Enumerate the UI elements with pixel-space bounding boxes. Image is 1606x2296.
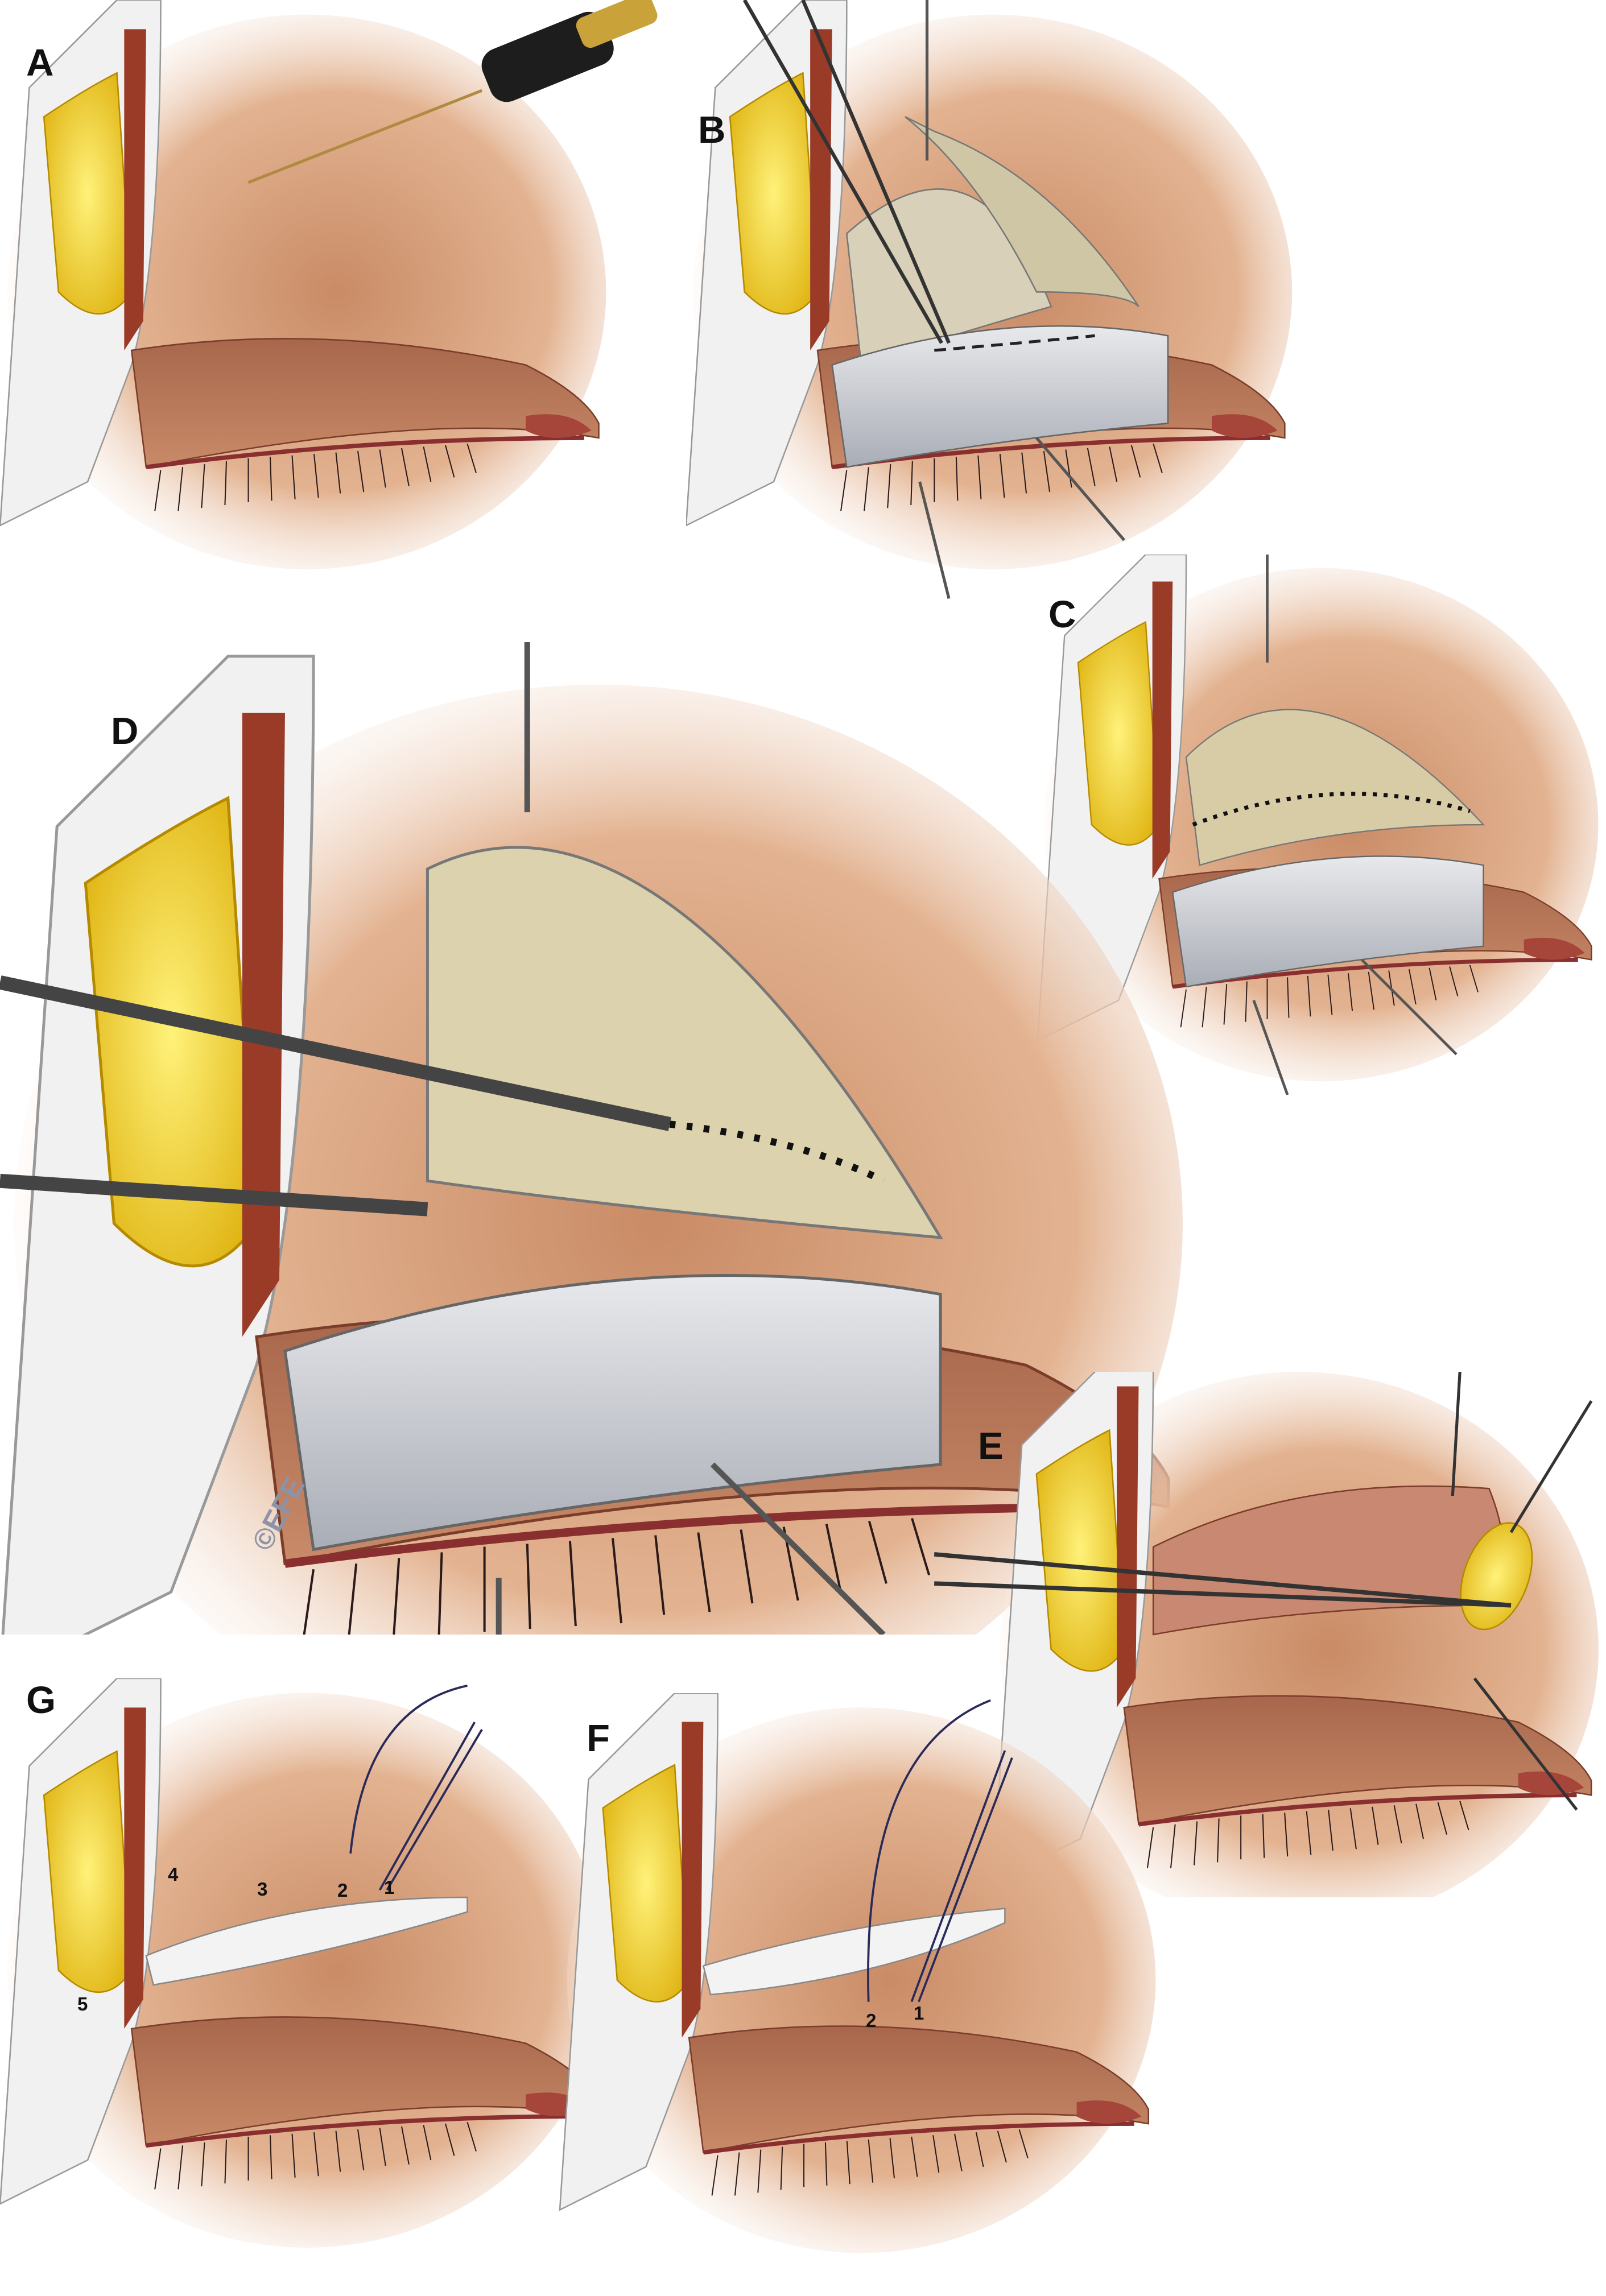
scissors-icon — [742, 0, 951, 344]
panel-d: D — [0, 642, 1197, 1635]
syringe-icon — [247, 0, 658, 184]
panel-c: C — [1037, 555, 1606, 1095]
suture-point-2: 2 — [866, 2010, 877, 2031]
suture-point-5: 5 — [77, 1993, 88, 2014]
panel-label: C — [1048, 593, 1076, 636]
panel-label: E — [978, 1425, 1004, 1467]
hemostat-icon — [934, 1552, 1512, 1608]
panel-b-illustration — [686, 0, 1299, 599]
panel-label: F — [587, 1717, 610, 1760]
panel-b: B — [686, 0, 1299, 613]
panel-g-illustration — [0, 1678, 628, 2291]
suture-point-1: 1 — [384, 1877, 395, 1898]
panel-label: D — [111, 710, 139, 752]
panel-a: A — [0, 0, 672, 613]
panel-g: G 1 2 3 4 5 — [0, 1678, 628, 2291]
panel-f: F 2 1 — [555, 1693, 1168, 2296]
panel-label: G — [26, 1679, 56, 1722]
suture-icon — [349, 1684, 483, 1891]
panel-c-illustration — [1037, 555, 1606, 1095]
suture-point-2: 2 — [337, 1880, 348, 1901]
suture-point-1: 1 — [914, 2003, 924, 2024]
panel-label: A — [26, 42, 54, 84]
suture-point-3: 3 — [257, 1879, 268, 1900]
panel-label: B — [698, 109, 726, 151]
panel-a-illustration — [0, 0, 658, 613]
panel-f-illustration — [555, 1693, 1168, 2296]
suture-icon — [867, 1699, 1013, 2003]
panel-d-illustration — [0, 642, 1197, 1635]
panel-e-illustration — [934, 1372, 1606, 1897]
suture-point-4: 4 — [168, 1864, 179, 1885]
panel-e: E — [934, 1372, 1606, 1897]
forceps-icon — [0, 975, 671, 1217]
